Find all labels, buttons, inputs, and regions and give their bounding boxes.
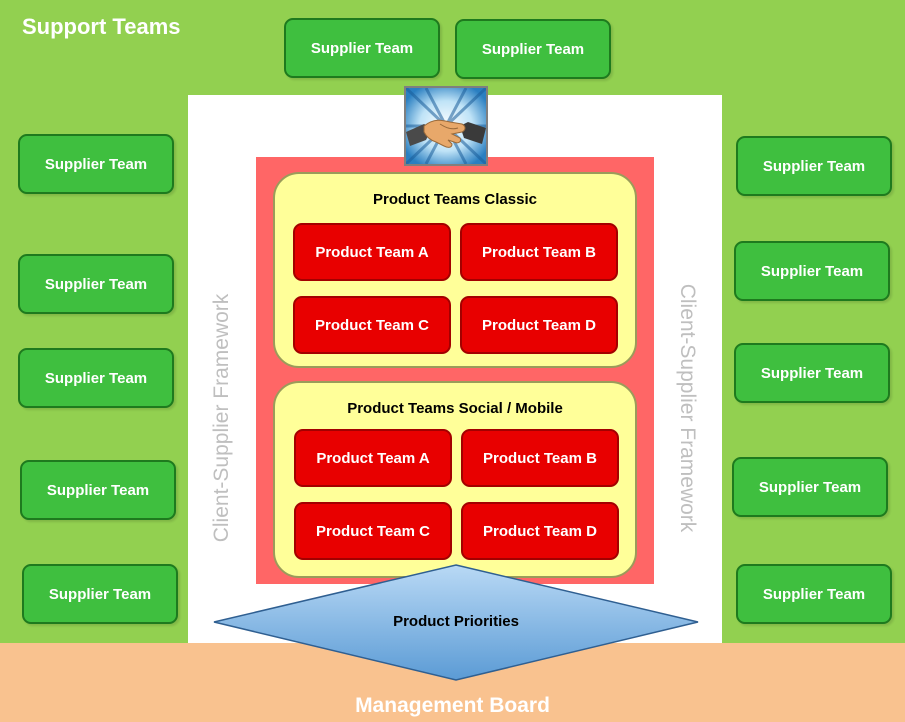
- product-team-social-b: Product Team B: [461, 429, 619, 487]
- supplier-team-left-4: Supplier Team: [20, 460, 176, 520]
- group-title-classic: Product Teams Classic: [373, 191, 537, 208]
- product-team-social-d: Product Team D: [461, 502, 619, 560]
- supplier-team-left-1: Supplier Team: [18, 134, 174, 194]
- supplier-team-right-4: Supplier Team: [732, 457, 888, 517]
- product-team-classic-d: Product Team D: [460, 296, 618, 354]
- product-priorities-label: Product Priorities: [393, 613, 519, 630]
- group-title-social-mobile: Product Teams Social / Mobile: [347, 400, 563, 417]
- supplier-team-right-2: Supplier Team: [734, 241, 890, 301]
- product-team-social-a: Product Team A: [294, 429, 452, 487]
- handshake-icon: [404, 86, 488, 166]
- supplier-team-right-3: Supplier Team: [734, 343, 890, 403]
- product-team-classic-b: Product Team B: [460, 223, 618, 281]
- supplier-team-left-2: Supplier Team: [18, 254, 174, 314]
- supplier-team-right-5: Supplier Team: [736, 564, 892, 624]
- product-group-classic: Product Teams Classic Product Team A Pro…: [273, 172, 637, 368]
- supplier-team-right-1: Supplier Team: [736, 136, 892, 196]
- support-teams-title: Support Teams: [22, 14, 181, 39]
- management-board-label: Management Board: [355, 694, 550, 717]
- supplier-team-left-3: Supplier Team: [18, 348, 174, 408]
- supplier-team-top-1: Supplier Team: [284, 18, 440, 78]
- product-team-classic-c: Product Team C: [293, 296, 451, 354]
- supplier-team-left-5: Supplier Team: [22, 564, 178, 624]
- product-group-social-mobile: Product Teams Social / Mobile Product Te…: [273, 381, 637, 578]
- supplier-team-top-2: Supplier Team: [455, 19, 611, 79]
- product-team-social-c: Product Team C: [294, 502, 452, 560]
- product-team-classic-a: Product Team A: [293, 223, 451, 281]
